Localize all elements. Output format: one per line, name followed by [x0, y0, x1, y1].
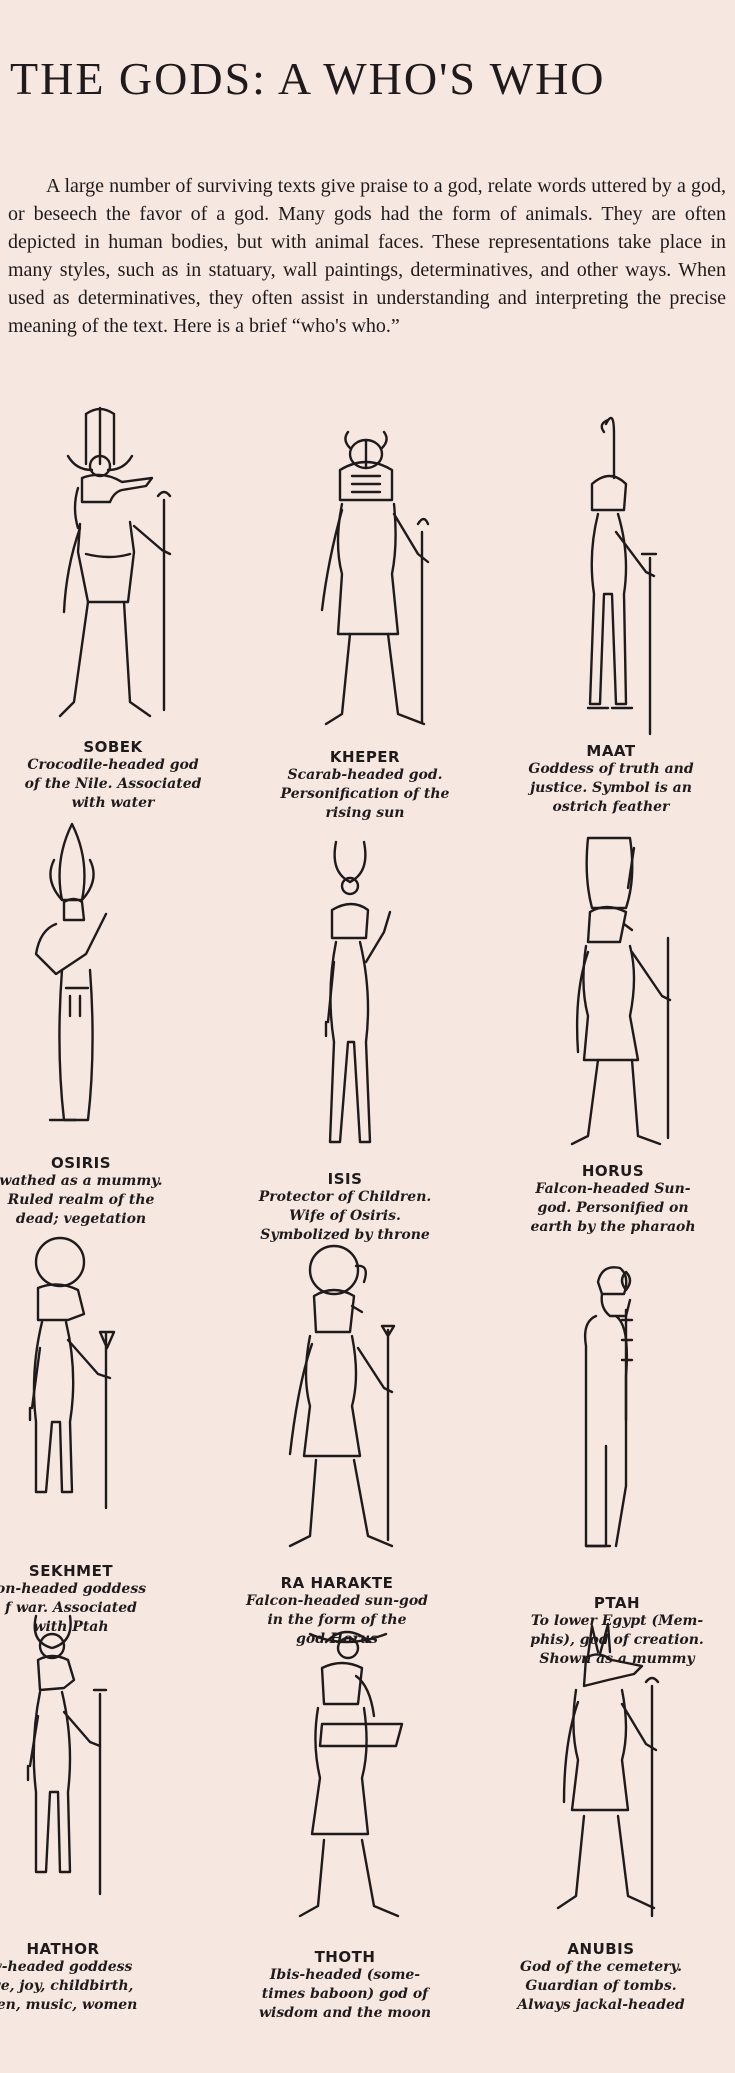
ra-harakte-figure-icon	[262, 1240, 412, 1570]
god-name: SOBEK	[83, 738, 143, 756]
god-name: KHEPER	[329, 748, 401, 766]
god-card-sekhmet: SEKHMET on-headed goddess f war. Associa…	[0, 1228, 176, 1637]
anubis-figure-icon	[526, 1606, 676, 1936]
god-description: v-headed goddess ve, joy, childbirth, ve…	[0, 1959, 138, 2013]
god-name: ANUBIS	[567, 1940, 635, 1958]
god-card-sobek: SOBEK Crocodile-headed god of the Nile. …	[8, 404, 218, 813]
maat-figure-icon	[536, 408, 686, 738]
god-name: THOTH	[314, 1948, 376, 1966]
page-title: THE GODS: A WHO'S WHO	[10, 53, 606, 104]
god-card-isis: ISIS Protector of Children. Wife of Osir…	[240, 836, 450, 1245]
god-card-kheper: KHEPER Scarab-headed god. Personificatio…	[260, 414, 470, 823]
god-name: OSIRIS	[50, 1154, 112, 1172]
god-card-osiris: OSIRIS wathed as a mummy. Ruled realm of…	[0, 820, 186, 1229]
god-card-anubis: ANUBIS God of the cemetery. Guardian of …	[496, 1606, 706, 2015]
god-description: Scarab-headed god. Personification of th…	[280, 767, 450, 821]
god-card-ptah: PTAH To lower Egypt (Mem- phis), god of …	[512, 1260, 722, 1669]
god-description: wathed as a mummy. Ruled realm of the de…	[0, 1173, 163, 1227]
god-description: Ibis-headed (some- times baboon) god of …	[258, 1967, 432, 2021]
god-name: SEKHMET	[28, 1562, 114, 1580]
god-name: RA HARAKTE	[280, 1574, 394, 1592]
kheper-figure-icon	[290, 414, 440, 744]
god-name: PTAH	[593, 1594, 641, 1612]
god-description: To lower Egypt (Mem- phis), god of creat…	[530, 1613, 704, 1667]
isis-figure-icon	[270, 836, 420, 1166]
god-card-hathor: HATHOR v-headed goddess ve, joy, childbi…	[0, 1606, 168, 2015]
osiris-figure-icon	[6, 820, 156, 1150]
god-card-thoth: THOTH Ibis-headed (some- times baboon) g…	[240, 1614, 450, 2023]
god-description: Crocodile-headed god of the Nile. Associ…	[24, 757, 202, 811]
god-card-horus: HORUS Falcon-headed Sun- god. Personifie…	[508, 828, 718, 1237]
god-description: Protector of Children. Wife of Osiris. S…	[258, 1189, 432, 1243]
god-name: MAAT	[586, 742, 636, 760]
god-description: Goddess of truth and justice. Symbol is …	[528, 761, 694, 815]
god-name: ISIS	[327, 1170, 363, 1188]
sekhmet-figure-icon	[0, 1228, 146, 1558]
ptah-figure-icon	[542, 1260, 692, 1590]
god-description: God of the cemetery. Guardian of tombs. …	[517, 1959, 685, 2013]
god-name: HORUS	[581, 1162, 645, 1180]
god-description: Falcon-headed Sun- god. Personified on e…	[530, 1181, 696, 1235]
intro-paragraph: A large number of surviving texts give p…	[8, 175, 726, 337]
god-description: Falcon-headed sun-god in the form of the…	[246, 1593, 428, 1647]
god-name: HATHOR	[26, 1940, 100, 1958]
horus-figure-icon	[538, 828, 688, 1158]
god-card-maat: MAAT Goddess of truth and justice. Symbo…	[506, 408, 716, 817]
god-card-ra-harakte: RA HARAKTE Falcon-headed sun-god in the …	[232, 1240, 442, 1649]
hathor-figure-icon	[0, 1606, 138, 1936]
god-description: on-headed goddess f war. Associated with…	[0, 1581, 147, 1635]
thoth-figure-icon	[270, 1614, 420, 1944]
sobek-figure-icon	[38, 404, 188, 734]
